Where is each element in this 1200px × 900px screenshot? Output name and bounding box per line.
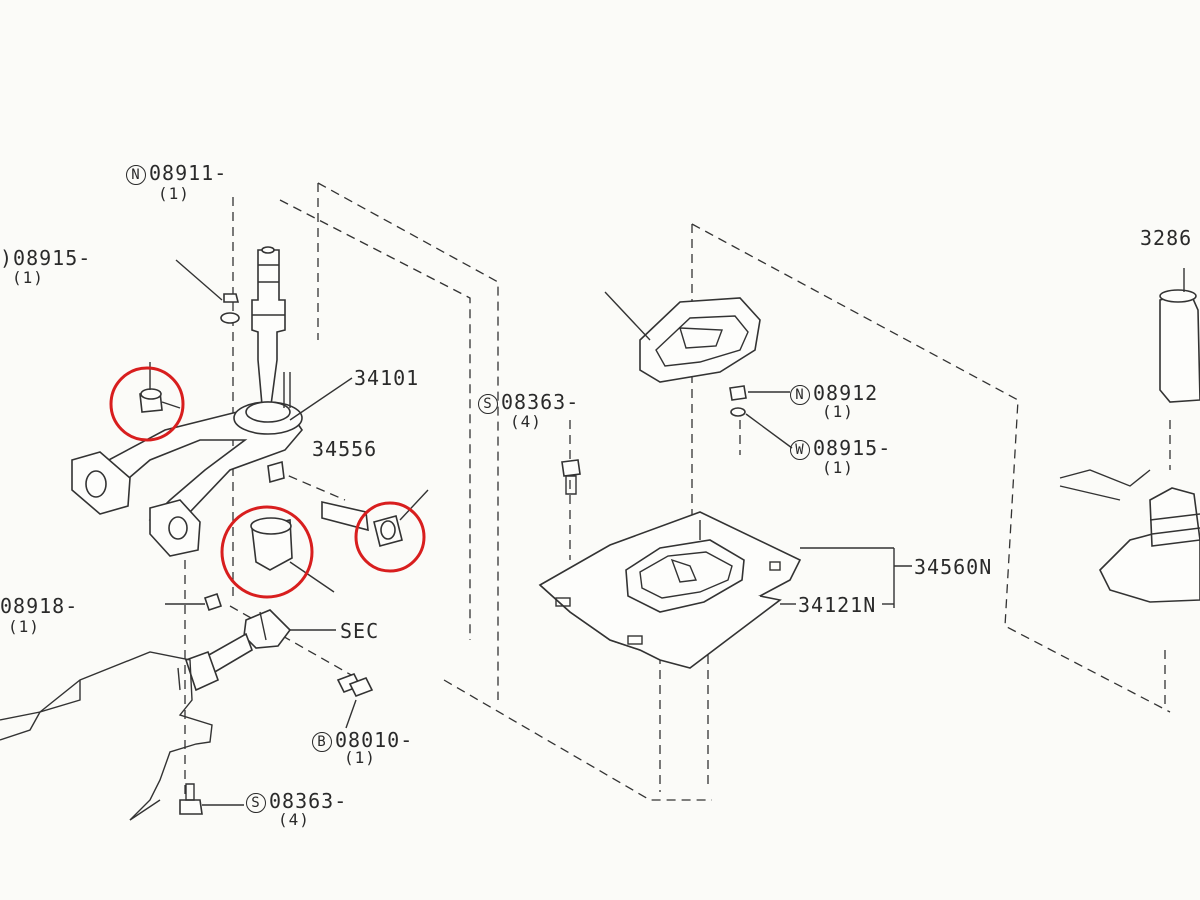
callout-3286: 3286 [1140, 226, 1193, 250]
shift-rod-assembly [0, 609, 374, 821]
boot-and-plate-assembly [538, 291, 912, 669]
w-badge-icon: W [790, 440, 810, 460]
highlight-circles [109, 366, 426, 599]
callout-08918: 08918- [0, 594, 79, 618]
s-badge-icon: S [246, 793, 266, 813]
n-badge-icon: N [790, 385, 810, 405]
callout-08915-left: )08915- [0, 246, 92, 270]
qty-b08010: (1) [344, 748, 376, 767]
qty-s08363-bottom: (4) [278, 810, 310, 829]
part-code: 08912 [813, 381, 879, 405]
highlight-circle-bushing-center [220, 505, 314, 599]
highlight-circle-bushing-right [354, 501, 426, 573]
part-code: 08363- [269, 789, 348, 813]
qty-08915-left: (1) [12, 268, 44, 287]
callout-34101: 34101 [354, 366, 420, 390]
callout-34560n: 34560N [914, 555, 993, 579]
qty-n08911: (1) [158, 184, 190, 203]
dashed-assembly-outlines [184, 182, 1171, 808]
qty-s08363-mid: (4) [510, 412, 542, 431]
b-badge-icon: B [312, 732, 332, 752]
callout-34121n: 34121N [798, 593, 877, 617]
shift-knob-assembly [1059, 268, 1200, 603]
qty-08918: (1) [8, 617, 40, 636]
qty-n08912: (1) [822, 402, 854, 421]
callout-sec: SEC [340, 619, 380, 643]
part-code: 08911- [149, 161, 228, 185]
n-badge-icon: N [126, 165, 146, 185]
s-badge-icon: S [478, 394, 498, 414]
part-code: 08010- [335, 728, 414, 752]
callout-34556: 34556 [312, 437, 378, 461]
qty-w08915-right: (1) [822, 458, 854, 477]
part-code: 08363- [501, 390, 580, 414]
highlight-circle-bushing-upper [109, 366, 185, 442]
shift-lever-assembly [71, 246, 429, 612]
part-code: 08915- [813, 436, 892, 460]
